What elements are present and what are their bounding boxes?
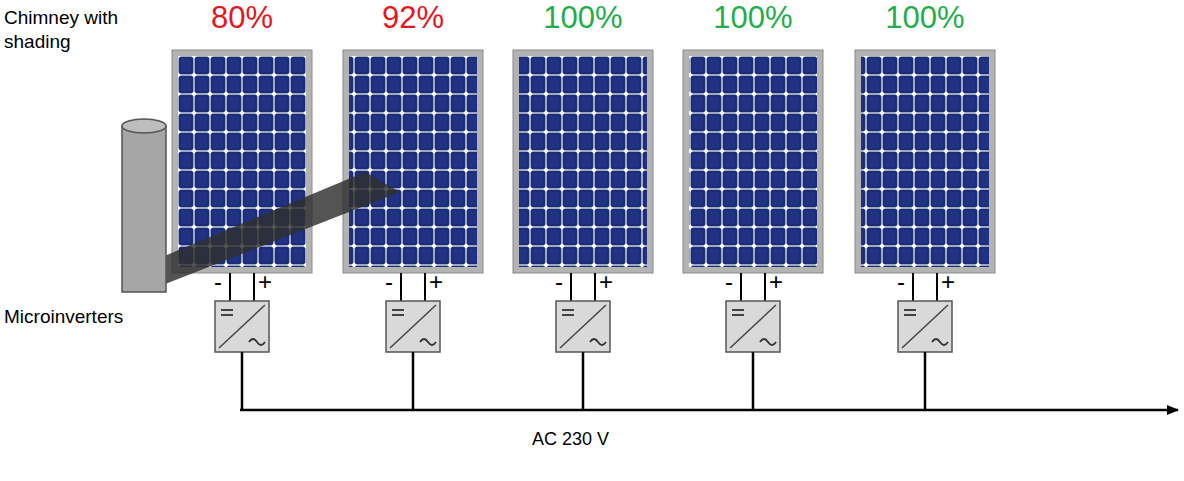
terminal-plus: + [258,267,272,297]
ac-symbol [249,339,265,345]
ac-wire [752,352,755,410]
ac-bus [240,409,1178,412]
ac-symbol [932,339,948,345]
terminal-plus: + [599,267,613,297]
ac-voltage-label: AC 230 V [532,428,609,451]
panel-cells [861,56,989,267]
terminal-minus: - [385,267,393,297]
ac-symbol [760,339,776,345]
ac-wire [924,352,927,410]
solar-panel: 100% [855,50,995,273]
panel-cells [689,56,817,267]
efficiency-percent: 100% [835,0,1015,36]
efficiency-percent: 92% [323,0,503,36]
terminal-minus: - [555,267,563,297]
dc-symbol [904,314,916,316]
ac-wire [241,352,244,410]
microinverter [726,301,780,352]
ac-symbol [590,339,606,345]
microinverter [556,301,610,352]
dc-symbol [732,309,744,311]
inverter-diagonal [219,305,265,348]
terminal-wire [594,273,596,301]
inverter-diagonal [902,305,948,348]
terminal-minus: - [897,267,905,297]
panel-cells [519,56,647,267]
inverter-diagonal [560,305,606,348]
inverter-diagonal [730,305,776,348]
efficiency-percent: 100% [663,0,843,36]
ac-wire [582,352,585,410]
dc-symbol [392,309,404,311]
solar-panel: 80% [172,50,312,273]
dc-symbol [732,314,744,316]
microinverter [386,301,440,352]
terminal-wire [936,273,938,301]
panel-frame [343,50,483,273]
terminal-wire [424,273,426,301]
terminal-wire [912,273,914,301]
microinverters-label: Microinverters [4,305,123,329]
terminal-minus: - [725,267,733,297]
inverter-diagonal [390,305,436,348]
ac-symbol [420,339,436,345]
solar-panel: 92% [343,50,483,273]
microinverter [898,301,952,352]
terminal-plus: + [769,267,783,297]
terminal-wire [229,273,231,301]
dc-symbol [221,309,233,311]
terminal-wire [253,273,255,301]
terminal-plus: + [941,267,955,297]
terminal-plus: + [429,267,443,297]
microinverter [215,301,269,352]
panel-frame [683,50,823,273]
panel-cells [349,56,477,267]
terminal-minus: - [214,267,222,297]
terminal-wire [570,273,572,301]
panel-frame [513,50,653,273]
panel-frame [855,50,995,273]
solar-panel: 100% [683,50,823,273]
dc-symbol [904,309,916,311]
ac-wire [412,352,415,410]
chimney [122,119,166,292]
chimney-shadow [150,172,400,290]
terminal-wire [400,273,402,301]
dc-symbol [221,314,233,316]
efficiency-percent: 80% [152,0,332,36]
dc-symbol [392,314,404,316]
terminal-wire [740,273,742,301]
dc-symbol [562,314,574,316]
efficiency-percent: 100% [493,0,673,36]
dc-symbol [562,309,574,311]
terminal-wire [764,273,766,301]
chimney-label: Chimney with shading [4,6,154,54]
solar-panel: 100% [513,50,653,273]
